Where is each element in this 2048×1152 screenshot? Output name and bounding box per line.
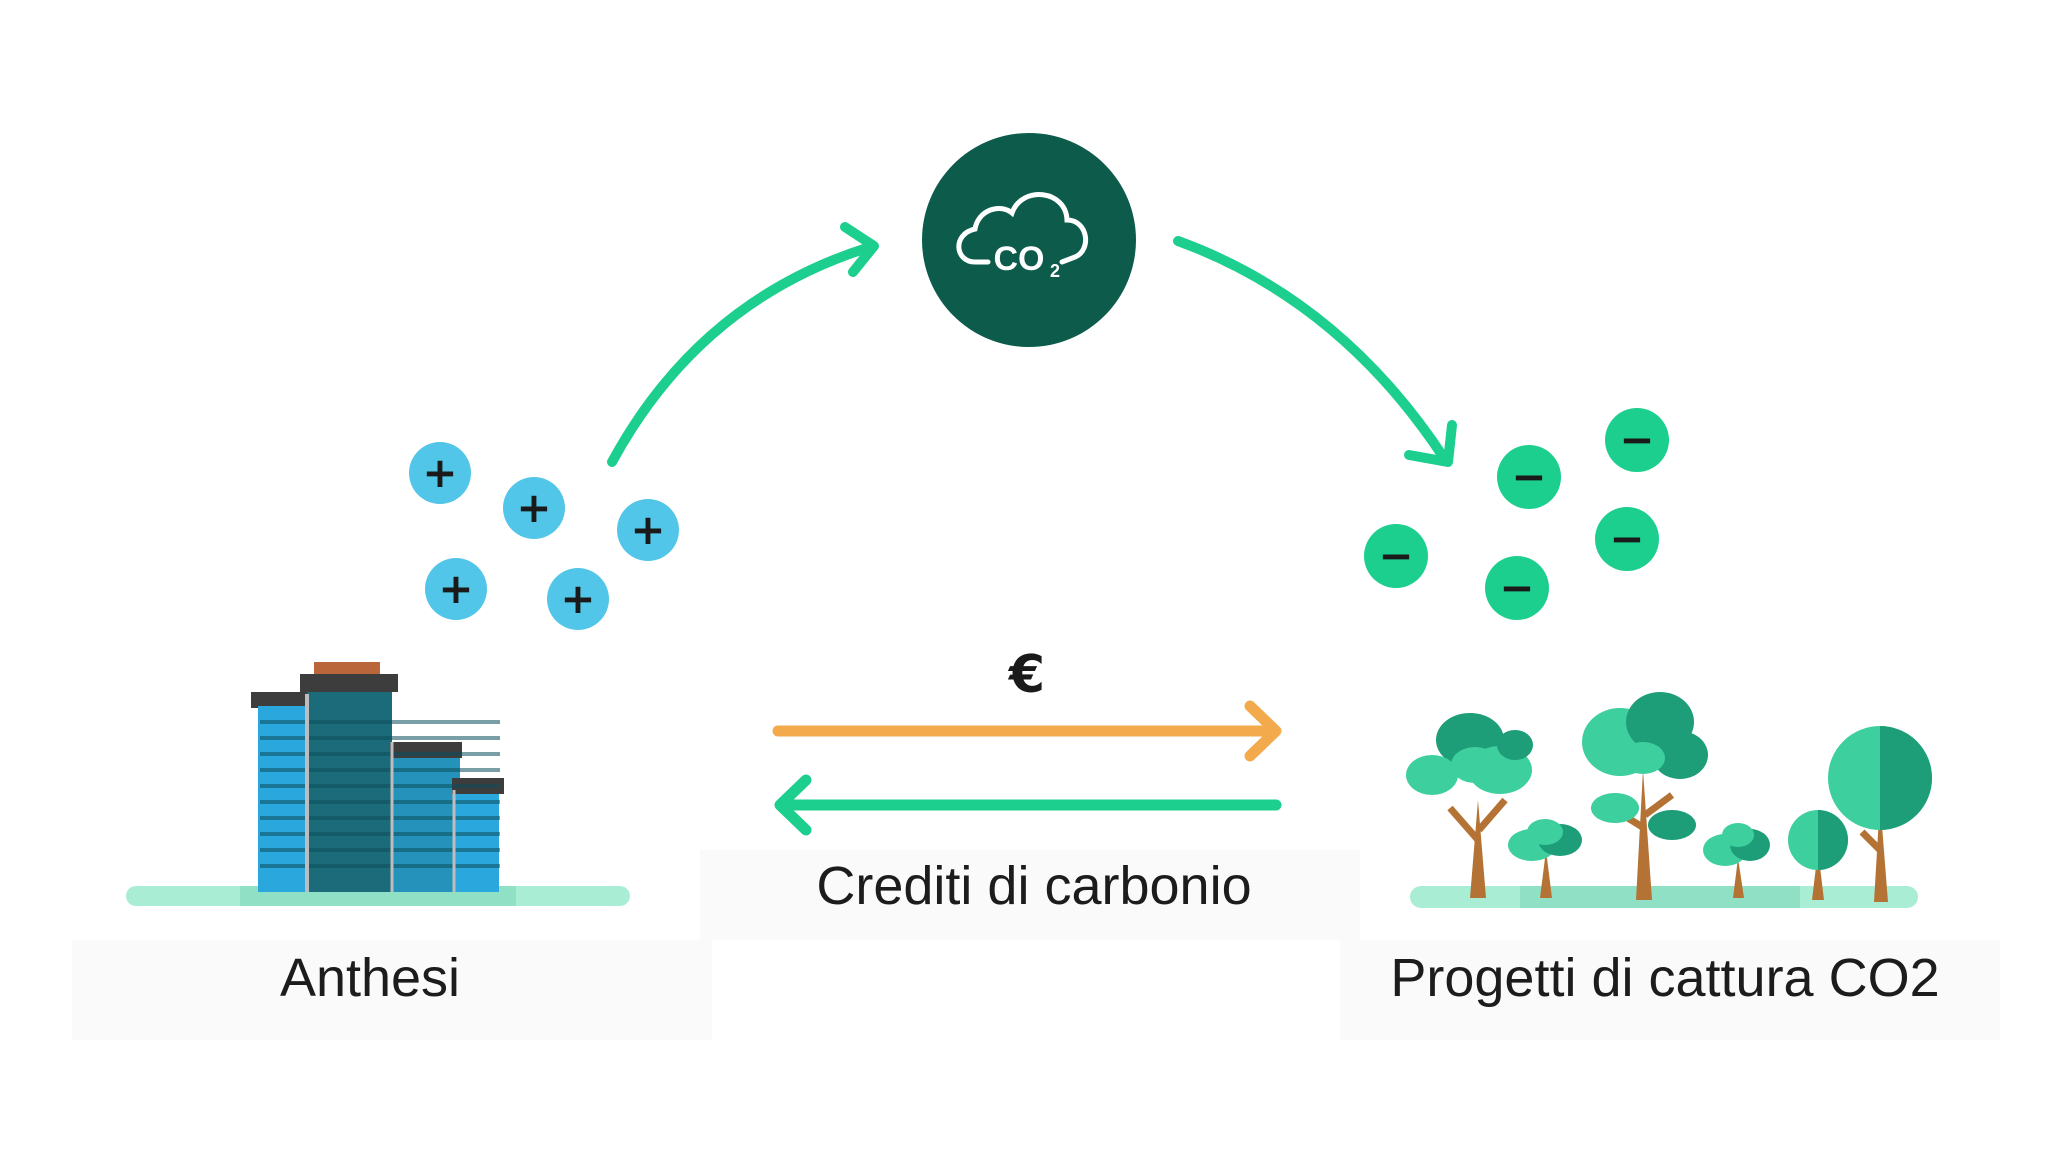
trees-icon [1406,692,1932,908]
minus-particles: − − − − − [1364,408,1669,620]
plus-icon: + [503,477,565,539]
minus-icon: − [1605,408,1669,472]
tree [1788,810,1848,900]
tree [1582,692,1708,900]
euro-symbol: € [1008,645,1045,705]
minus-sign: − [1378,531,1413,580]
projects-label: Progetti di cattura CO2 [1390,948,1939,1008]
co2-cloud-icon: CO 2 [922,133,1136,347]
plus-sign: + [560,574,595,623]
minus-sign: − [1619,415,1654,464]
plus-icon: + [409,442,471,504]
plus-particles: + + + + + [409,442,679,630]
minus-sign: − [1499,563,1534,612]
minus-sign: − [1511,452,1546,501]
label-panel-center [700,850,1360,940]
minus-icon: − [1364,524,1428,588]
plus-icon: + [425,558,487,620]
label-panel-left [72,940,712,1040]
label-panel-right [1340,940,2000,1040]
company-label: Anthesi [280,948,460,1008]
co2-label: CO [994,240,1045,278]
minus-icon: − [1497,445,1561,509]
minus-icon: − [1485,556,1549,620]
tree [1828,726,1932,902]
tree [1508,819,1582,898]
plus-sign: + [630,505,665,554]
office-building-icon [126,662,630,906]
plus-sign: + [422,448,457,497]
plus-sign: + [438,564,473,613]
credits-label: Crediti di carbonio [816,856,1251,916]
minus-sign: − [1609,514,1644,563]
emission-arrow [607,222,879,467]
plus-icon: + [547,568,609,630]
tree [1406,713,1533,898]
plus-icon: + [617,499,679,561]
absorption-arrow [1173,236,1457,467]
tree [1703,823,1770,898]
credits-arrow [774,774,1282,836]
plus-sign: + [516,483,551,532]
co2-subscript: 2 [1050,261,1060,281]
payment-arrow [772,700,1282,762]
minus-icon: − [1595,507,1659,571]
